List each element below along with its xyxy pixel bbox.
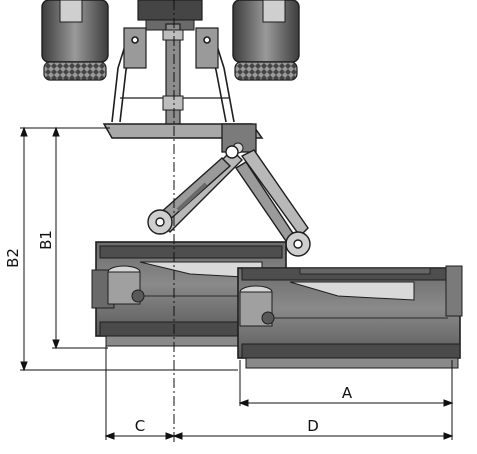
mulcher-front-housing [237,265,463,369]
tractor-left-rear-tire [41,0,109,81]
dimension-label-d: D [307,417,319,435]
dimension-label-b1: B1 [37,230,55,250]
tractor-right-rear-tire [232,0,300,81]
drive-gearbox-front [239,285,275,327]
dimension-lines [20,126,454,440]
telescopic-arm [147,145,311,257]
drive-gearbox-rear [107,265,145,305]
three-point-hitch [111,27,235,123]
dimension-label-a: A [342,384,353,402]
dimension-label-b2: B2 [4,248,22,268]
dimension-label-c: C [135,417,145,435]
hitch-frame [102,123,264,154]
pto-shaft [162,23,184,135]
